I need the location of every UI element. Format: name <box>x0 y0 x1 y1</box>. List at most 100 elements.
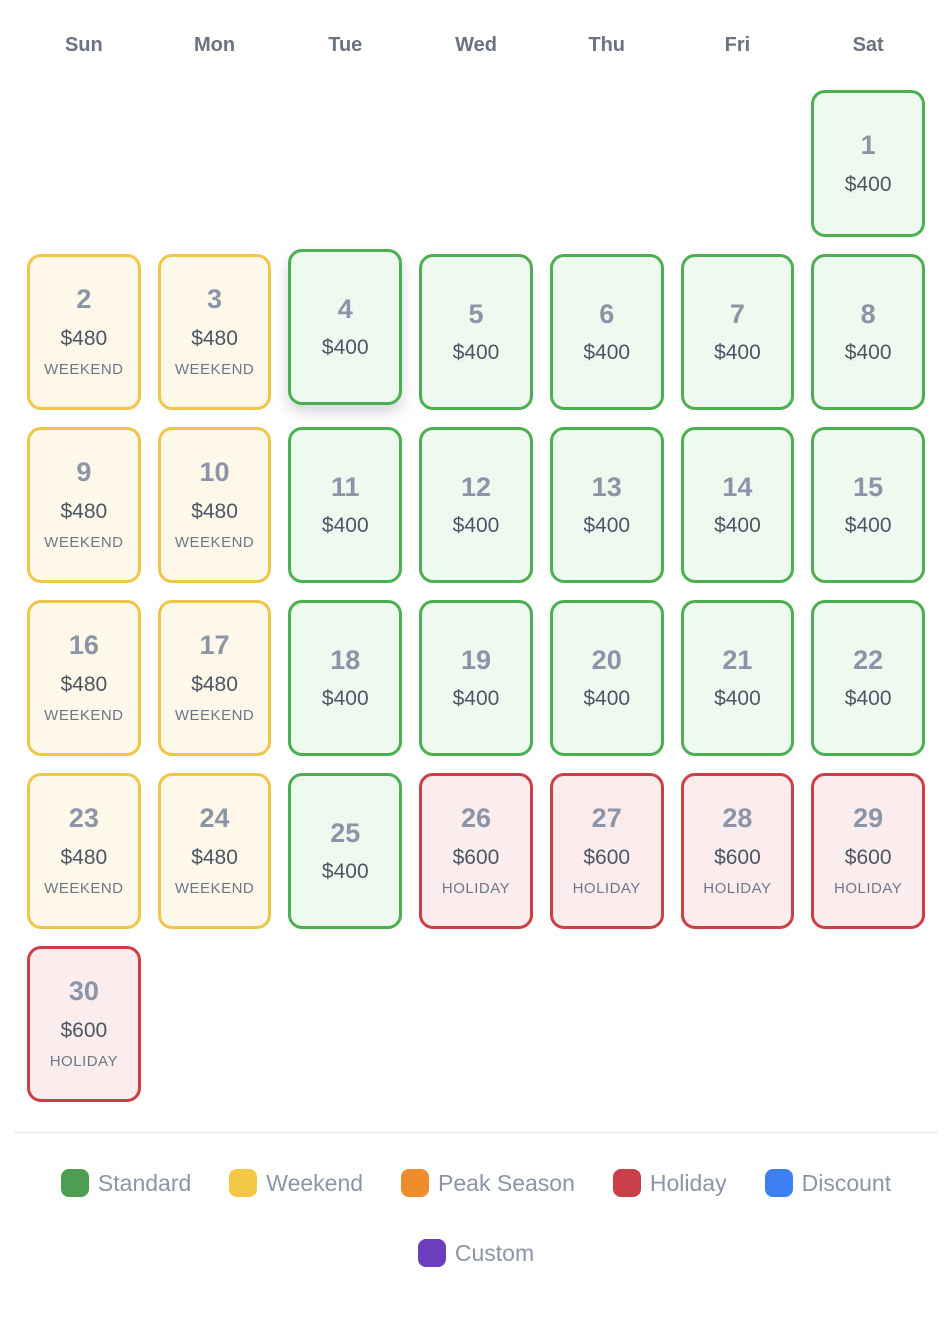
day-number: 4 <box>337 293 353 324</box>
day-number: 20 <box>591 644 622 675</box>
day-number: 5 <box>468 298 484 329</box>
legend-item[interactable]: Holiday <box>612 1169 727 1197</box>
day-type-label: WEEKEND <box>44 534 124 552</box>
day-cell[interactable]: 15 $400 <box>811 427 925 583</box>
day-cell[interactable]: 25 $400 <box>288 773 403 929</box>
day-cell[interactable]: 12 $400 <box>419 427 533 583</box>
day-cell[interactable]: 11 $400 <box>288 427 403 583</box>
day-price: $400 <box>583 687 631 711</box>
day-price: $400 <box>583 341 631 365</box>
weekday-header-sat: Sat <box>852 34 884 56</box>
day-cell[interactable]: 13 $400 <box>549 427 664 583</box>
day-cell[interactable]: 27 $600 HOLIDAY <box>549 773 664 929</box>
day-cell[interactable]: 18 $400 <box>288 600 403 756</box>
day-price: $480 <box>60 500 108 524</box>
day-number: 2 <box>76 284 92 315</box>
legend: Standard Weekend Peak Season Holiday Dis… <box>0 1169 952 1303</box>
legend-color-swatch-icon <box>401 1169 430 1197</box>
day-cell[interactable]: 7 $400 <box>680 254 795 410</box>
legend-color-swatch-icon <box>612 1169 641 1197</box>
day-type-label: WEEKEND <box>174 361 255 379</box>
day-number: 12 <box>460 471 492 502</box>
day-cell[interactable]: 29 $600 HOLIDAY <box>811 773 925 929</box>
day-number: 8 <box>860 298 876 329</box>
day-cell[interactable]: 6 $400 <box>549 254 664 410</box>
day-number: 18 <box>330 644 361 675</box>
legend-item[interactable]: Peak Season <box>401 1169 575 1197</box>
day-cell[interactable]: 21 $400 <box>680 600 795 756</box>
day-number: 10 <box>199 457 230 488</box>
day-type-label: HOLIDAY <box>572 880 641 898</box>
legend-color-swatch-icon <box>229 1169 258 1197</box>
day-type-label: WEEKEND <box>44 880 124 898</box>
day-number: 15 <box>853 471 884 502</box>
day-price: $400 <box>452 341 500 365</box>
legend-item-label: Discount <box>801 1169 892 1196</box>
day-type-label: WEEKEND <box>174 534 255 552</box>
day-number: 3 <box>207 284 223 315</box>
day-price: $600 <box>714 846 761 870</box>
day-price: $400 <box>714 341 761 365</box>
day-price: $400 <box>844 341 892 365</box>
day-cell[interactable]: 20 $400 <box>549 600 664 756</box>
day-type-label: WEEKEND <box>44 361 124 379</box>
day-number: 27 <box>591 803 622 834</box>
day-price: $600 <box>583 846 631 870</box>
weekday-header-row: Sun Mon Tue Wed Thu Fri Sat <box>0 34 952 57</box>
day-cell[interactable]: 16 $480 WEEKEND <box>27 600 141 756</box>
day-cell[interactable]: 26 $600 HOLIDAY <box>419 773 533 929</box>
day-number: 26 <box>460 803 492 834</box>
day-cell[interactable]: 28 $600 HOLIDAY <box>680 773 795 929</box>
day-number: 30 <box>68 976 99 1007</box>
weekday-header-mon: Mon <box>194 34 236 56</box>
day-price: $600 <box>844 846 892 870</box>
day-cell[interactable]: 9 $480 WEEKEND <box>27 427 141 583</box>
day-price: $400 <box>321 514 369 538</box>
legend-item[interactable]: Custom <box>417 1239 534 1267</box>
day-number: 25 <box>330 817 361 848</box>
legend-item[interactable]: Discount <box>764 1169 892 1197</box>
day-number: 28 <box>722 803 753 834</box>
day-price: $400 <box>321 687 369 711</box>
day-cell[interactable]: 19 $400 <box>419 600 533 756</box>
day-type-label: HOLIDAY <box>441 880 511 898</box>
day-number: 21 <box>722 644 753 675</box>
day-type-label: WEEKEND <box>174 707 255 725</box>
day-price: $480 <box>60 846 108 870</box>
day-price: $400 <box>844 172 892 196</box>
day-type-label: HOLIDAY <box>49 1053 118 1071</box>
day-cell[interactable]: 10 $480 WEEKEND <box>157 427 272 583</box>
day-cell[interactable]: 17 $480 WEEKEND <box>157 600 272 756</box>
day-cell[interactable]: 23 $480 WEEKEND <box>27 773 141 929</box>
legend-item[interactable]: Standard <box>60 1169 192 1197</box>
legend-item[interactable]: Weekend <box>229 1169 363 1197</box>
day-number: 29 <box>853 803 884 834</box>
day-cell[interactable]: 1 $400 <box>811 90 925 237</box>
legend-row: Standard Weekend Peak Season Holiday Dis… <box>60 1169 892 1197</box>
day-number: 14 <box>722 471 753 502</box>
day-price: $400 <box>844 687 892 711</box>
day-price: $400 <box>321 860 369 884</box>
day-number: 13 <box>591 471 622 502</box>
day-cell[interactable]: 8 $400 <box>811 254 925 410</box>
day-cell[interactable]: 2 $480 WEEKEND <box>27 254 141 410</box>
legend-item-label: Holiday <box>649 1169 727 1196</box>
day-price: $480 <box>191 500 238 524</box>
day-price: $600 <box>452 846 500 870</box>
day-cell[interactable]: 24 $480 WEEKEND <box>157 773 272 929</box>
day-cell[interactable]: 3 $480 WEEKEND <box>157 254 272 410</box>
day-cell[interactable]: 14 $400 <box>680 427 795 583</box>
legend-item-label: Standard <box>97 1169 192 1196</box>
day-price: $400 <box>714 687 761 711</box>
day-cell[interactable]: 22 $400 <box>811 600 925 756</box>
day-number: 23 <box>68 803 99 834</box>
day-number: 1 <box>860 130 876 161</box>
day-price: $400 <box>714 514 761 538</box>
day-cell[interactable]: 5 $400 <box>419 254 533 410</box>
day-price: $400 <box>844 514 892 538</box>
weekday-header-tue: Tue <box>328 34 363 56</box>
day-price: $480 <box>60 327 108 351</box>
legend-color-swatch-icon <box>417 1239 446 1267</box>
day-cell[interactable]: 4 $400 <box>288 249 403 405</box>
day-cell[interactable]: 30 $600 HOLIDAY <box>27 946 141 1102</box>
